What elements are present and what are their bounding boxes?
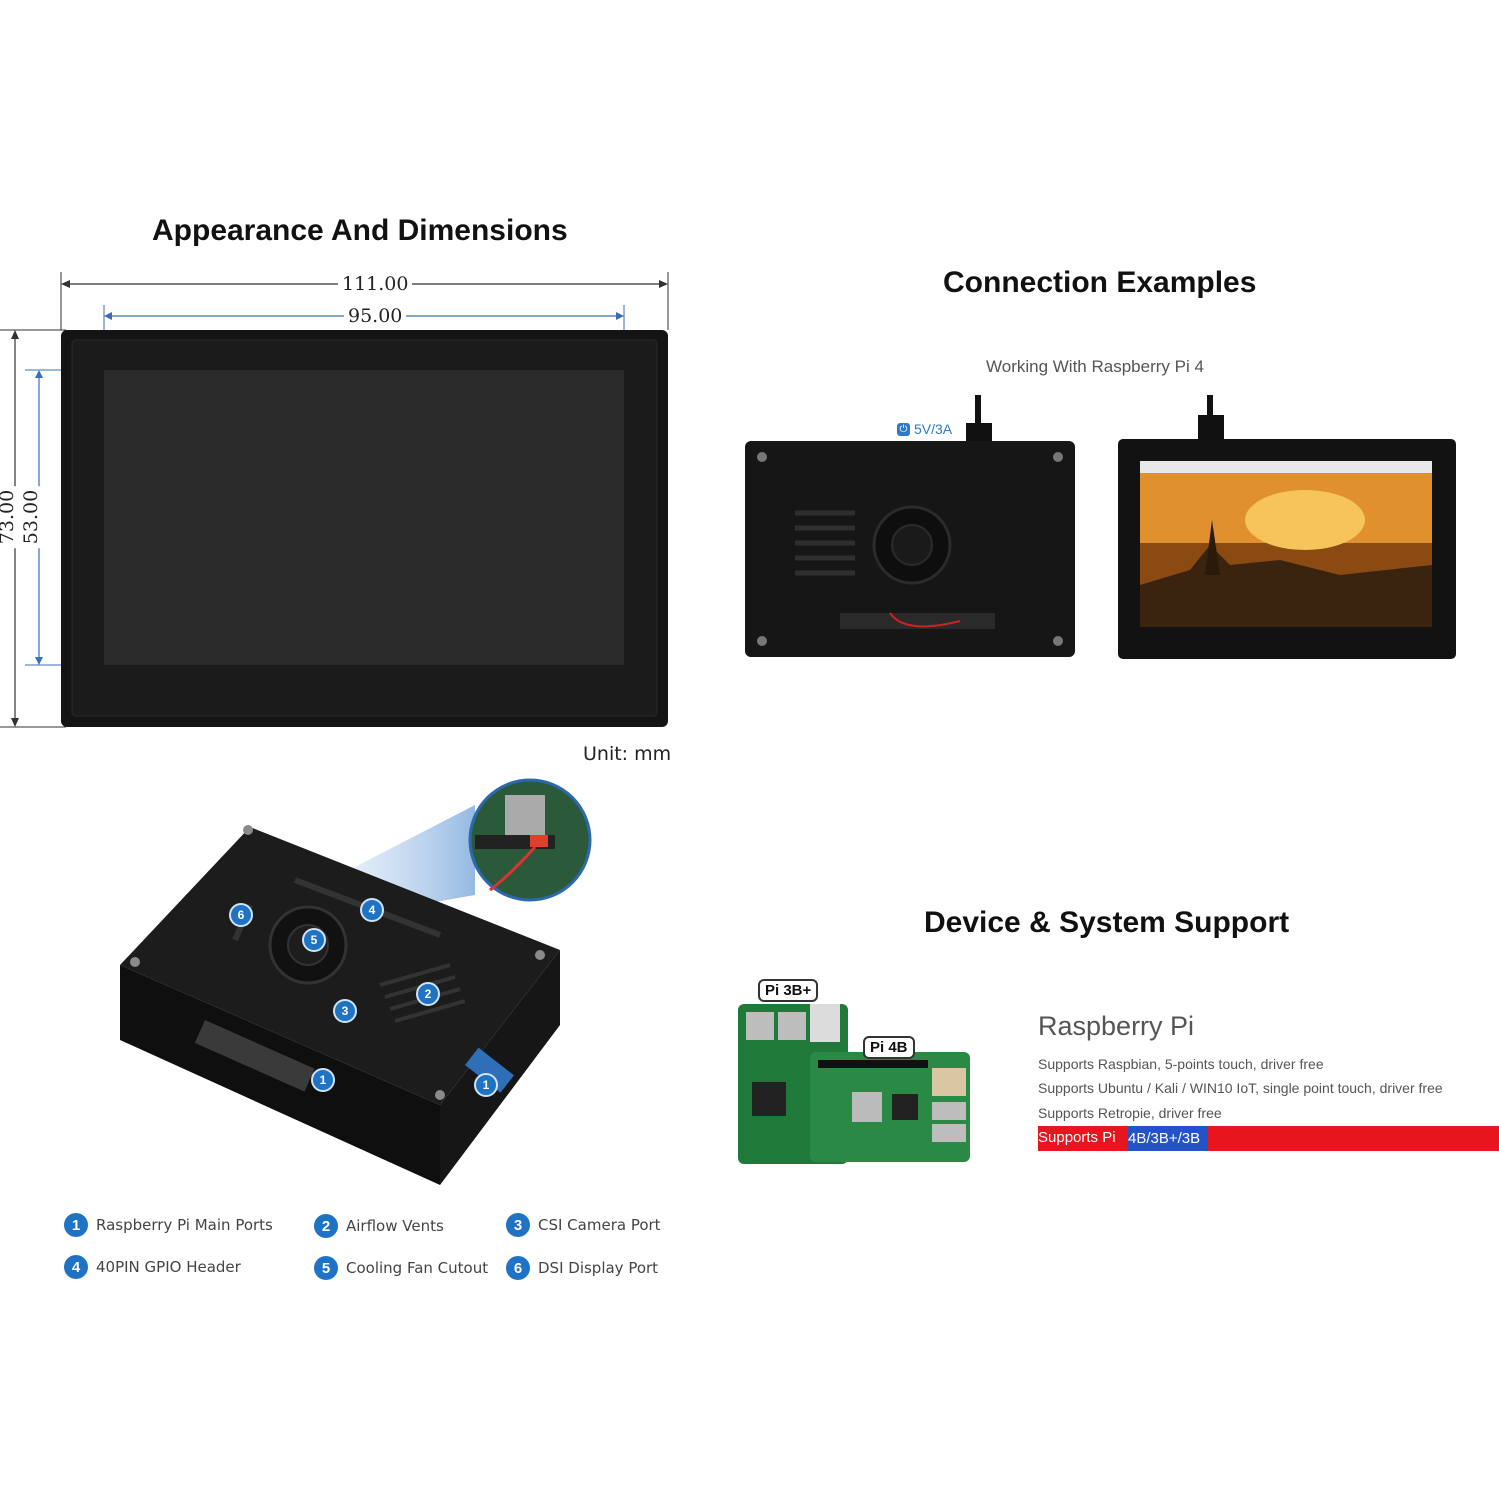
support-highlight-bar: Supports Pi 4B/3B+/3B	[1038, 1126, 1499, 1151]
pi3b-plus-badge: Pi 3B+	[758, 979, 819, 1002]
support-line-3: Supports Retropie, driver free	[1038, 1105, 1222, 1121]
legend-item: 5 Cooling Fan Cutout	[314, 1256, 488, 1280]
inner-height-label: 53.00	[20, 485, 43, 549]
connection-images	[745, 395, 1456, 659]
pi4b-badge: Pi 4B	[863, 1036, 915, 1059]
legend-number: 3	[506, 1213, 530, 1237]
legend-item: 4 40PIN GPIO Header	[64, 1255, 241, 1279]
marker-3: 3	[333, 999, 357, 1023]
legend-number: 2	[314, 1214, 338, 1238]
connection-caption: Working With Raspberry Pi 4	[986, 357, 1204, 376]
power-icon: ⏻	[897, 422, 910, 436]
marker-4: 4	[360, 898, 384, 922]
legend-label: Cooling Fan Cutout	[346, 1259, 489, 1277]
highlight-prefix: Supports Pi	[1038, 1129, 1120, 1146]
support-line-1: Supports Raspbian, 5-points touch, drive…	[1038, 1056, 1324, 1072]
legend-number: 6	[506, 1256, 530, 1280]
support-title: Raspberry Pi	[1038, 1011, 1195, 1041]
connection-heading: Connection Examples	[943, 266, 1257, 299]
support-line-2: Supports Ubuntu / Kali / WIN10 IoT, sing…	[1038, 1080, 1443, 1096]
legend-label: CSI Camera Port	[538, 1216, 661, 1234]
power-spec: 5V/3A	[914, 421, 953, 437]
legend-number: 1	[64, 1213, 88, 1237]
legend-label: 40PIN GPIO Header	[96, 1258, 241, 1276]
legend-item: 1 Raspberry Pi Main Ports	[64, 1213, 273, 1237]
dimensions-heading: Appearance And Dimensions	[152, 214, 568, 247]
power-label: ⏻ 5V/3A	[897, 421, 952, 437]
inner-width-label: 95.00	[344, 305, 407, 327]
legend-label: Airflow Vents	[346, 1217, 444, 1235]
pi-boards-image	[738, 1004, 970, 1164]
outer-height-label: 73.00	[0, 485, 19, 549]
legend-label: Raspberry Pi Main Ports	[96, 1216, 273, 1234]
legend-item: 6 DSI Display Port	[506, 1256, 658, 1280]
legend-number: 5	[314, 1256, 338, 1280]
marker-1b: 1	[474, 1073, 498, 1097]
marker-6: 6	[229, 903, 253, 927]
dimension-drawing	[0, 272, 669, 728]
marker-2: 2	[416, 982, 440, 1006]
legend-item: 2 Airflow Vents	[314, 1214, 444, 1238]
marker-1a: 1	[311, 1068, 335, 1092]
case-illustration	[120, 778, 592, 1185]
legend-item: 3 CSI Camera Port	[506, 1213, 661, 1237]
legend-label: DSI Display Port	[538, 1259, 659, 1277]
support-heading: Device & System Support	[924, 906, 1290, 939]
marker-5: 5	[302, 928, 326, 952]
highlight-models: 4B/3B+/3B	[1128, 1126, 1208, 1151]
legend-number: 4	[64, 1255, 88, 1279]
outer-width-label: 111.00	[338, 273, 413, 295]
unit-label: Unit: mm	[583, 743, 672, 765]
